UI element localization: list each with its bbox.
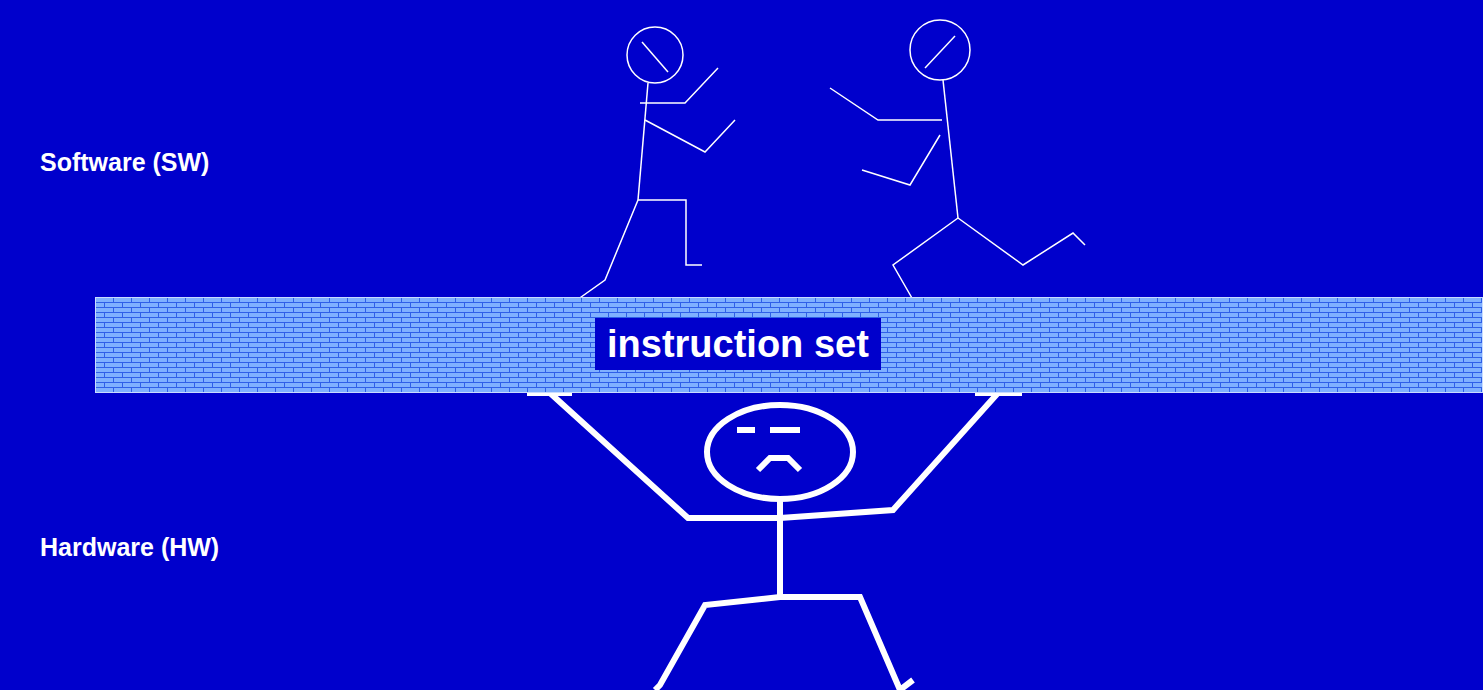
figure-arm	[862, 135, 940, 185]
figure-arm	[645, 120, 735, 152]
layer-label: Software (SW)	[40, 148, 209, 177]
figure-face	[642, 42, 668, 72]
figure-mouth	[758, 458, 800, 470]
figure-leg	[780, 597, 913, 690]
instruction-band: instruction set	[95, 297, 1483, 393]
figure-body	[943, 80, 958, 218]
runner-figure	[560, 27, 735, 312]
figure-face	[925, 36, 955, 68]
lifter-figure	[527, 393, 1022, 690]
figure-leg	[958, 218, 1085, 265]
figure-leg	[560, 200, 638, 312]
figure-eye	[770, 427, 800, 433]
figure-eye	[737, 427, 755, 433]
band-label: instruction set	[595, 318, 881, 370]
figure-arm	[830, 88, 942, 120]
figure-body	[638, 83, 648, 200]
figure-head	[627, 27, 683, 83]
figure-head	[910, 20, 970, 80]
figure-arm	[640, 68, 718, 103]
runner-figure	[830, 20, 1085, 312]
figure-leg	[655, 597, 780, 690]
layer-label: Hardware (HW)	[40, 533, 219, 562]
figure-body	[777, 499, 783, 597]
figure-head	[707, 405, 853, 499]
figure-leg	[638, 200, 702, 265]
